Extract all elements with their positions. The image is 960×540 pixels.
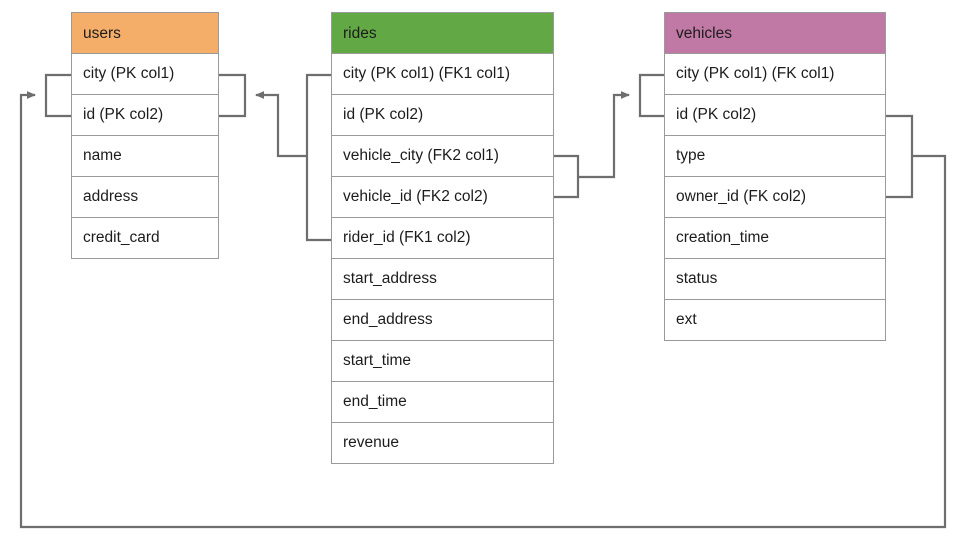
table-vehicles-column-owner-id[interactable]: owner_id (FK col2) [664, 177, 886, 218]
connector-rides-to-users [255, 91, 307, 158]
connector-users-right-bracket [219, 73, 247, 118]
table-vehicles-column-ext[interactable]: ext [664, 300, 886, 341]
table-vehicles-column-city[interactable]: city (PK col1) (FK col1) [664, 54, 886, 95]
table-users-column-address[interactable]: address [71, 177, 219, 218]
table-rides-column-city[interactable]: city (PK col1) (FK1 col1) [331, 54, 554, 95]
table-rides-column-end-address[interactable]: end_address [331, 300, 554, 341]
table-users-column-name[interactable]: name [71, 136, 219, 177]
table-users-column-city[interactable]: city (PK col1) [71, 54, 219, 95]
table-vehicles-column-creation-time[interactable]: creation_time [664, 218, 886, 259]
table-users[interactable]: users city (PK col1) id (PK col2) name a… [71, 12, 219, 259]
table-rides-column-revenue[interactable]: revenue [331, 423, 554, 464]
table-rides-column-end-time[interactable]: end_time [331, 382, 554, 423]
table-rides-column-vehicle-city[interactable]: vehicle_city (FK2 col1) [331, 136, 554, 177]
connector-rides-to-vehicles [578, 91, 630, 179]
connector-rides-left-bracket [305, 73, 331, 242]
table-vehicles-header: vehicles [664, 12, 886, 54]
table-rides-column-id[interactable]: id (PK col2) [331, 95, 554, 136]
table-vehicles[interactable]: vehicles city (PK col1) (FK col1) id (PK… [664, 12, 886, 341]
table-users-column-id[interactable]: id (PK col2) [71, 95, 219, 136]
table-vehicles-column-type[interactable]: type [664, 136, 886, 177]
table-vehicles-column-status[interactable]: status [664, 259, 886, 300]
connector-rides-right-bracket [554, 154, 580, 199]
table-rides[interactable]: rides city (PK col1) (FK1 col1) id (PK c… [331, 12, 554, 464]
connector-vehicles-right-bracket [886, 114, 914, 199]
table-rides-column-vehicle-id[interactable]: vehicle_id (FK2 col2) [331, 177, 554, 218]
table-users-header: users [71, 12, 219, 54]
table-rides-header: rides [331, 12, 554, 54]
connector-vehicles-to-users [19, 91, 947, 529]
table-rides-column-start-time[interactable]: start_time [331, 341, 554, 382]
connector-vehicles-left-bracket [638, 73, 664, 118]
table-vehicles-column-id[interactable]: id (PK col2) [664, 95, 886, 136]
connector-users-left-bracket [44, 73, 71, 118]
table-rides-column-start-address[interactable]: start_address [331, 259, 554, 300]
table-rides-column-rider-id[interactable]: rider_id (FK1 col2) [331, 218, 554, 259]
table-users-column-credit-card[interactable]: credit_card [71, 218, 219, 259]
